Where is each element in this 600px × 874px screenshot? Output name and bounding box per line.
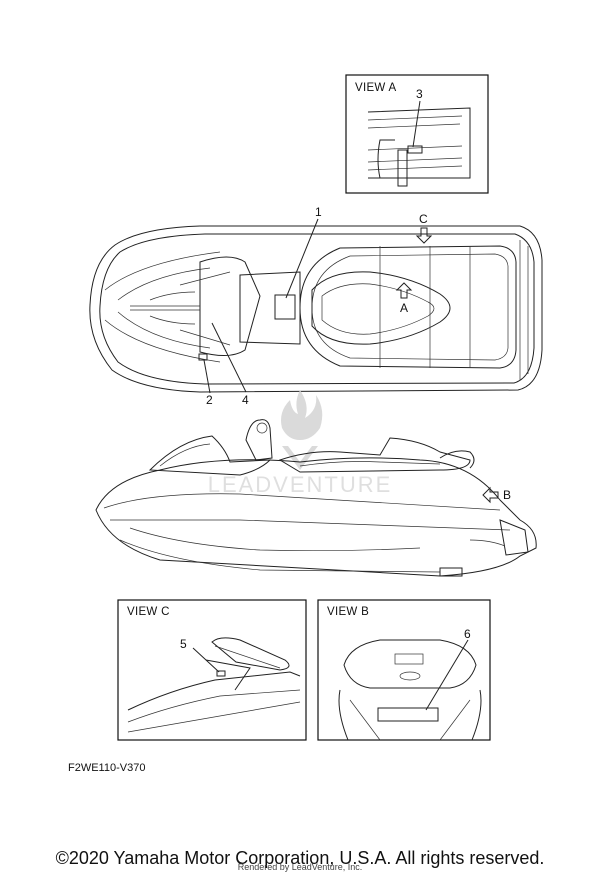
- callout-4-leader: [211, 322, 247, 393]
- view-b-label: VIEW B: [327, 606, 369, 618]
- callout-2-leader: [203, 359, 211, 394]
- chevron-logo-icon: [282, 446, 318, 470]
- arrow-a-label: A: [400, 301, 408, 315]
- view-c-label: VIEW C: [127, 606, 170, 618]
- callout-3: 3: [416, 87, 423, 101]
- label-2-marker: [198, 353, 208, 361]
- arrow-c-label: C: [419, 212, 428, 226]
- arrow-b-icon: [482, 486, 499, 504]
- callout-3-leader: [412, 100, 421, 148]
- callout-6-leader: [425, 639, 469, 711]
- callout-2: 2: [206, 393, 213, 407]
- label-6-marker: [377, 707, 439, 722]
- label-3-marker: [407, 145, 423, 154]
- view-a-label: VIEW A: [355, 82, 396, 94]
- arrow-b-label: B: [503, 488, 511, 502]
- watermark-text: LEADVENTURE: [208, 472, 393, 497]
- label-5-marker: [216, 670, 226, 677]
- callout-1-leader: [285, 218, 319, 299]
- copyright-notice: ©2020 Yamaha Motor Corporation, U.S.A. A…: [55, 848, 545, 868]
- flame-logo-icon: [281, 390, 323, 440]
- rendered-by-notice: Rendered by LeadVenture, Inc.: [237, 862, 363, 872]
- view-a-frame: [345, 74, 489, 194]
- side-view-watercraft: B: [95, 419, 537, 577]
- callout-1: 1: [315, 205, 322, 219]
- top-view-watercraft: C A 1 2 4: [89, 205, 543, 407]
- part-code: F2WE110-V370: [68, 762, 146, 774]
- callout-6: 6: [464, 627, 471, 641]
- view-c-panel: VIEW C 5: [117, 599, 307, 741]
- arrow-c-icon: [415, 227, 433, 244]
- arrow-a-icon: [395, 282, 413, 299]
- view-a-panel: VIEW A 3: [345, 74, 489, 194]
- view-b-frame: [317, 599, 491, 741]
- view-b-panel: VIEW B 6: [317, 599, 491, 741]
- label-1-marker: [274, 294, 296, 320]
- callout-5: 5: [180, 637, 187, 651]
- view-c-frame: [117, 599, 307, 741]
- callout-4: 4: [242, 393, 249, 407]
- callout-5-leader: [192, 647, 220, 673]
- leadventure-watermark: LEADVENTURE: [208, 390, 393, 497]
